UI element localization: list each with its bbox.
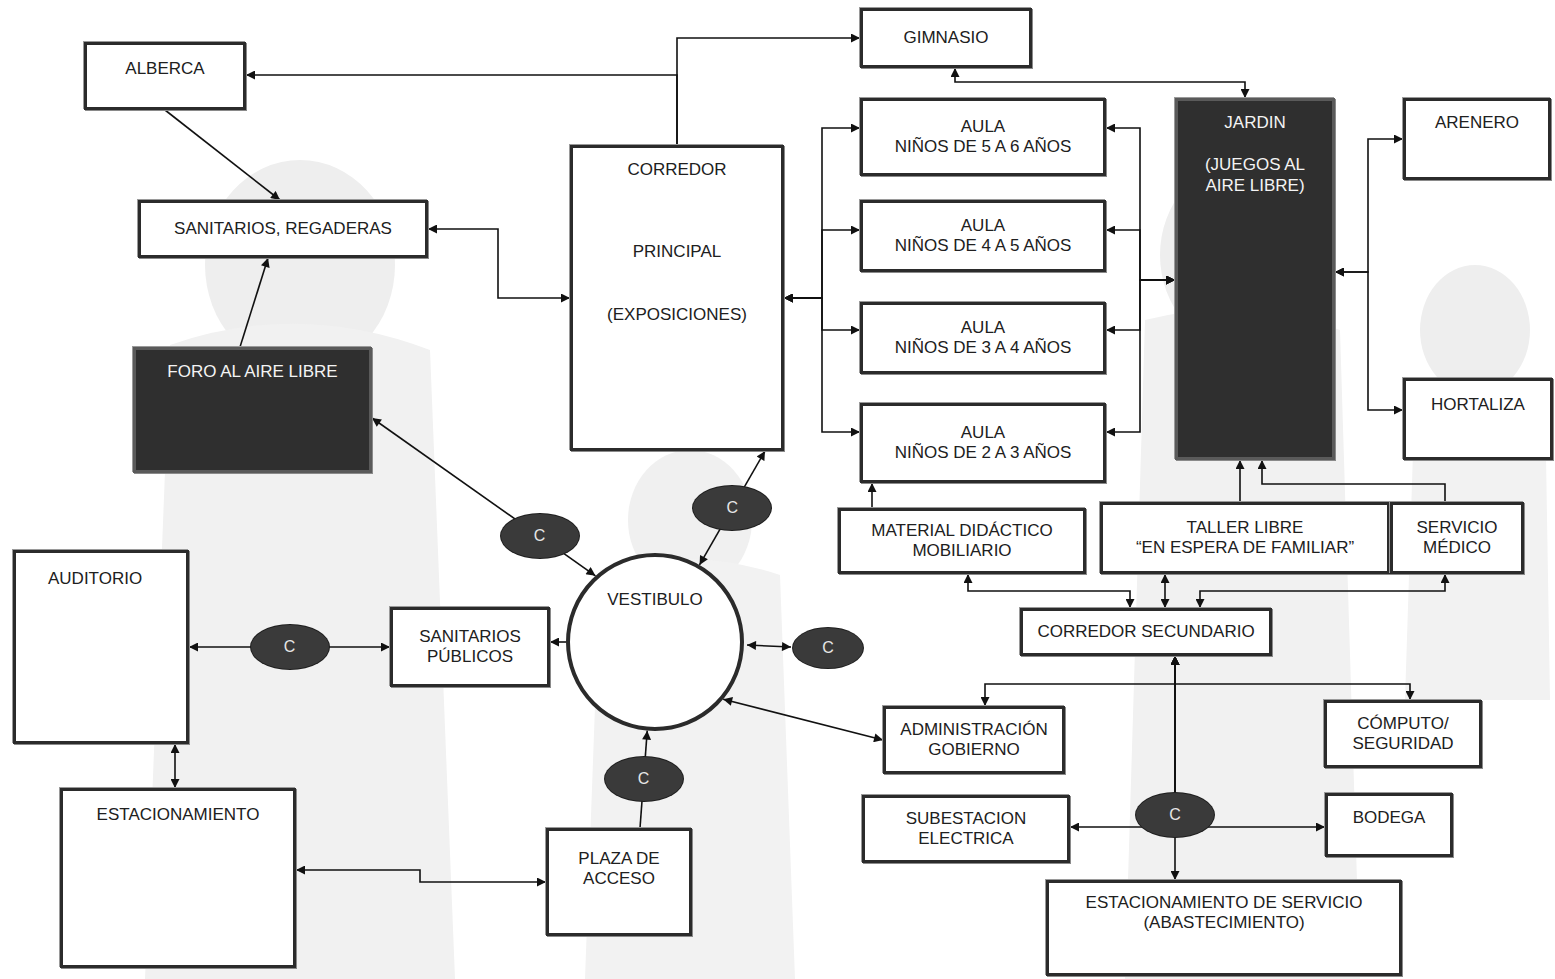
flow-arrow [1200,574,1445,608]
room-box: HORTALIZA [1403,378,1553,460]
flow-arrow [784,128,860,298]
control-oval: C [251,625,329,669]
room-label: GIMNASIO [903,28,988,48]
room-label: SERVICIO MÉDICO [1417,518,1498,559]
flow-arrow [1106,280,1175,432]
room-box: MATERIAL DIDÁCTICO MOBILIARIO [838,508,1086,574]
room-box: PLAZA DE ACCESO [546,828,692,936]
room-box: SANITARIOS, REGADERAS [138,200,428,258]
room-box: SANITARIOS PÚBLICOS [390,607,550,687]
flow-arrow [372,418,595,576]
flow-arrow [174,744,176,788]
room-label: CORREDOR [627,160,726,180]
room-label: (JUEGOS AL AIRE LIBRE) [1205,155,1305,196]
flow-arrow [1262,460,1445,502]
room-box: ESTACIONAMIENTO DE SERVICIO (ABASTECIMIE… [1046,880,1402,976]
room-label: PLAZA DE ACCESO [578,849,659,890]
control-stub [747,645,791,647]
flow-arrow [723,699,883,740]
flow-arrow [1106,230,1175,280]
room-label: ALBERCA [125,59,204,79]
room-label: SANITARIOS PÚBLICOS [419,627,521,668]
room-label: JARDIN [1224,113,1285,133]
room-box: CORREDOR PRINCIPAL (EXPOSICIONES) [570,145,784,451]
room-box: AULA NIÑOS DE 5 A 6 AÑOS [860,98,1106,176]
flow-arrow [968,574,1130,608]
flow-arrow [428,229,570,298]
flow-arrow [1164,574,1166,608]
room-box: AUDITORIO [13,550,189,744]
room-label: ARENERO [1435,113,1519,133]
room-label: ESTACIONAMIENTO [97,805,260,825]
flow-arrow [296,870,546,882]
outdoor-area-box: FORO AL AIRE LIBRE [133,347,372,473]
flow-arrow [985,656,1175,706]
room-label: SUBESTACION ELECTRICA [906,809,1027,850]
room-box: AULA NIÑOS DE 2 A 3 AÑOS [860,403,1106,483]
lobby-circle: VESTIBULO [565,552,745,732]
room-box: AULA NIÑOS DE 4 A 5 AÑOS [860,200,1106,272]
room-box: SERVICIO MÉDICO [1390,502,1524,574]
flow-arrow [1239,460,1241,502]
control-oval: C [693,486,771,530]
room-box: GIMNASIO [860,8,1032,68]
room-box: CORREDOR SECUNDARIO [1020,608,1272,656]
room-label: AULA NIÑOS DE 3 A 4 AÑOS [895,318,1072,359]
room-box: ADMINISTRACIÓN GOBIERNO [883,706,1065,774]
control-oval: C [501,514,579,558]
flow-arrow [1106,128,1175,280]
room-label: ESTACIONAMIENTO DE SERVICIO (ABASTECIMIE… [1086,893,1363,934]
flow-arrow [1335,272,1403,410]
control-oval: C [1136,793,1214,837]
room-label: CÓMPUTO/ SEGURIDAD [1352,714,1453,755]
control-oval: C [793,628,863,668]
flow-arrow [955,68,1245,98]
room-box: AULA NIÑOS DE 3 A 4 AÑOS [860,302,1106,374]
control-oval: C [605,757,683,801]
flow-arrow [240,258,268,347]
flow-arrow [1335,139,1403,272]
flow-arrow [1174,656,1176,880]
flow-arrow [871,483,873,508]
room-label: AUDITORIO [48,569,142,589]
room-label: HORTALIZA [1431,395,1525,415]
flow-arrow [246,75,677,145]
flow-arrow [165,110,280,200]
room-label: PRINCIPAL [633,242,722,262]
room-label: FORO AL AIRE LIBRE [167,362,337,382]
flow-arrow [784,230,860,298]
room-label: TALLER LIBRE “EN ESPERA DE FAMILIAR” [1136,518,1354,559]
room-box: ESTACIONAMIENTO [60,788,296,968]
room-box: ARENERO [1403,98,1551,180]
room-box: TALLER LIBRE “EN ESPERA DE FAMILIAR” [1100,502,1390,574]
room-label: CORREDOR SECUNDARIO [1037,622,1254,642]
room-label: SANITARIOS, REGADERAS [174,219,392,239]
room-label: AULA NIÑOS DE 4 A 5 AÑOS [895,216,1072,257]
room-label: AULA NIÑOS DE 2 A 3 AÑOS [895,423,1072,464]
flow-arrow [677,38,860,145]
room-box: BODEGA [1325,793,1453,857]
room-label: MATERIAL DIDÁCTICO MOBILIARIO [871,521,1052,562]
room-label: VESTIBULO [607,590,702,610]
outdoor-area-box: JARDIN (JUEGOS AL AIRE LIBRE) [1175,98,1335,460]
room-label: BODEGA [1353,808,1426,828]
circle-outline [565,552,745,732]
room-label: (EXPOSICIONES) [607,305,747,325]
flow-arrow [1175,656,1410,700]
room-box: ALBERCA [84,42,246,110]
room-label: ADMINISTRACIÓN GOBIERNO [900,720,1047,761]
room-box: CÓMPUTO/ SEGURIDAD [1324,700,1482,768]
room-label: AULA NIÑOS DE 5 A 6 AÑOS [895,117,1072,158]
room-box: SUBESTACION ELECTRICA [862,795,1070,863]
flow-arrow [784,298,860,432]
lobby-outline [568,555,742,729]
flow-arrow [550,641,566,643]
child-head [1420,265,1530,395]
